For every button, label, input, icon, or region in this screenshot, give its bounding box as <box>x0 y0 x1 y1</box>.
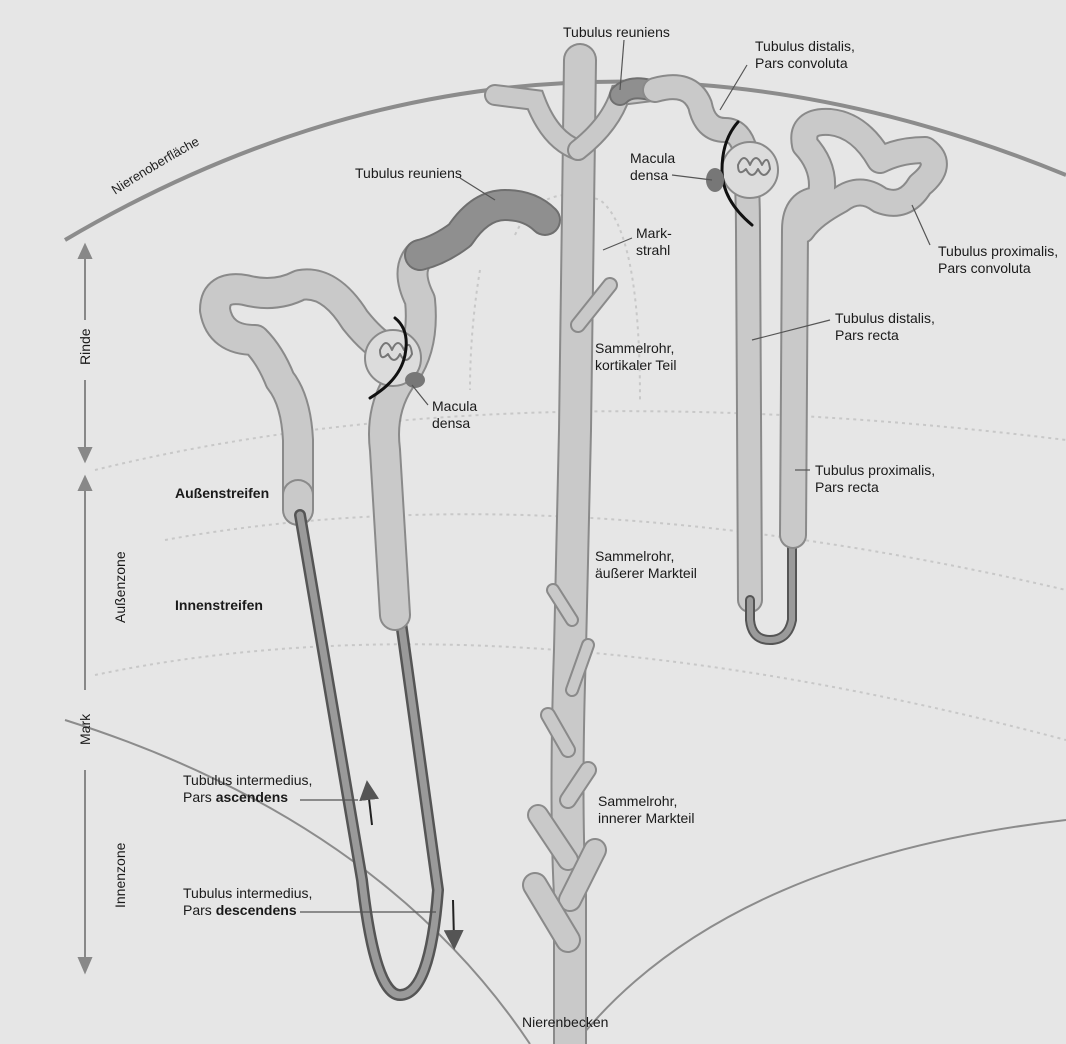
pelvis-arc-right <box>575 820 1066 1044</box>
left-nephron <box>215 205 545 995</box>
arrow-up-icon <box>368 790 372 825</box>
label-distalis-convoluta: Tubulus distalis, Pars convoluta <box>755 38 855 72</box>
label-sammel-innerer: Sammelrohr, innerer Markteil <box>598 793 694 827</box>
label-markstrahl: Mark- strahl <box>636 225 672 259</box>
zone-mark: Mark <box>77 715 93 745</box>
label-tubulus-reuniens-top: Tubulus reuniens <box>563 24 670 41</box>
label-proximalis-convoluta: Tubulus proximalis, Pars convoluta <box>938 243 1058 277</box>
label-macula-densa-right: Macula densa <box>630 150 675 184</box>
surface-label: Nierenoberfläche <box>109 134 202 198</box>
label-sammel-aeusserer: Sammelrohr, äußerer Markteil <box>595 548 697 582</box>
label-tubulus-reuniens-left: Tubulus reuniens <box>355 165 462 182</box>
aussenstreifen-label: Außenstreifen <box>175 485 269 502</box>
label-sammel-kortikal: Sammelrohr, kortikaler Teil <box>595 340 676 374</box>
zone-rinde: Rinde <box>77 335 93 365</box>
zone-innenzone: Innenzone <box>112 848 128 908</box>
label-proximalis-recta: Tubulus proximalis, Pars recta <box>815 462 935 496</box>
pelvis-arc-left <box>65 720 530 1044</box>
label-macula-densa-left: Macula densa <box>432 398 477 432</box>
arrow-down-icon <box>453 900 454 940</box>
label-distalis-recta: Tubulus distalis, Pars recta <box>835 310 935 344</box>
label-intermedius-ascendens: Tubulus intermedius, Pars ascendens <box>183 772 312 806</box>
zone-aussenzone: Außenzone <box>112 563 128 623</box>
label-intermedius-descendens: Tubulus intermedius, Pars descendens <box>183 885 312 919</box>
innenstreifen-label: Innenstreifen <box>175 597 263 614</box>
label-nierenbecken: Nierenbecken <box>522 1014 608 1031</box>
